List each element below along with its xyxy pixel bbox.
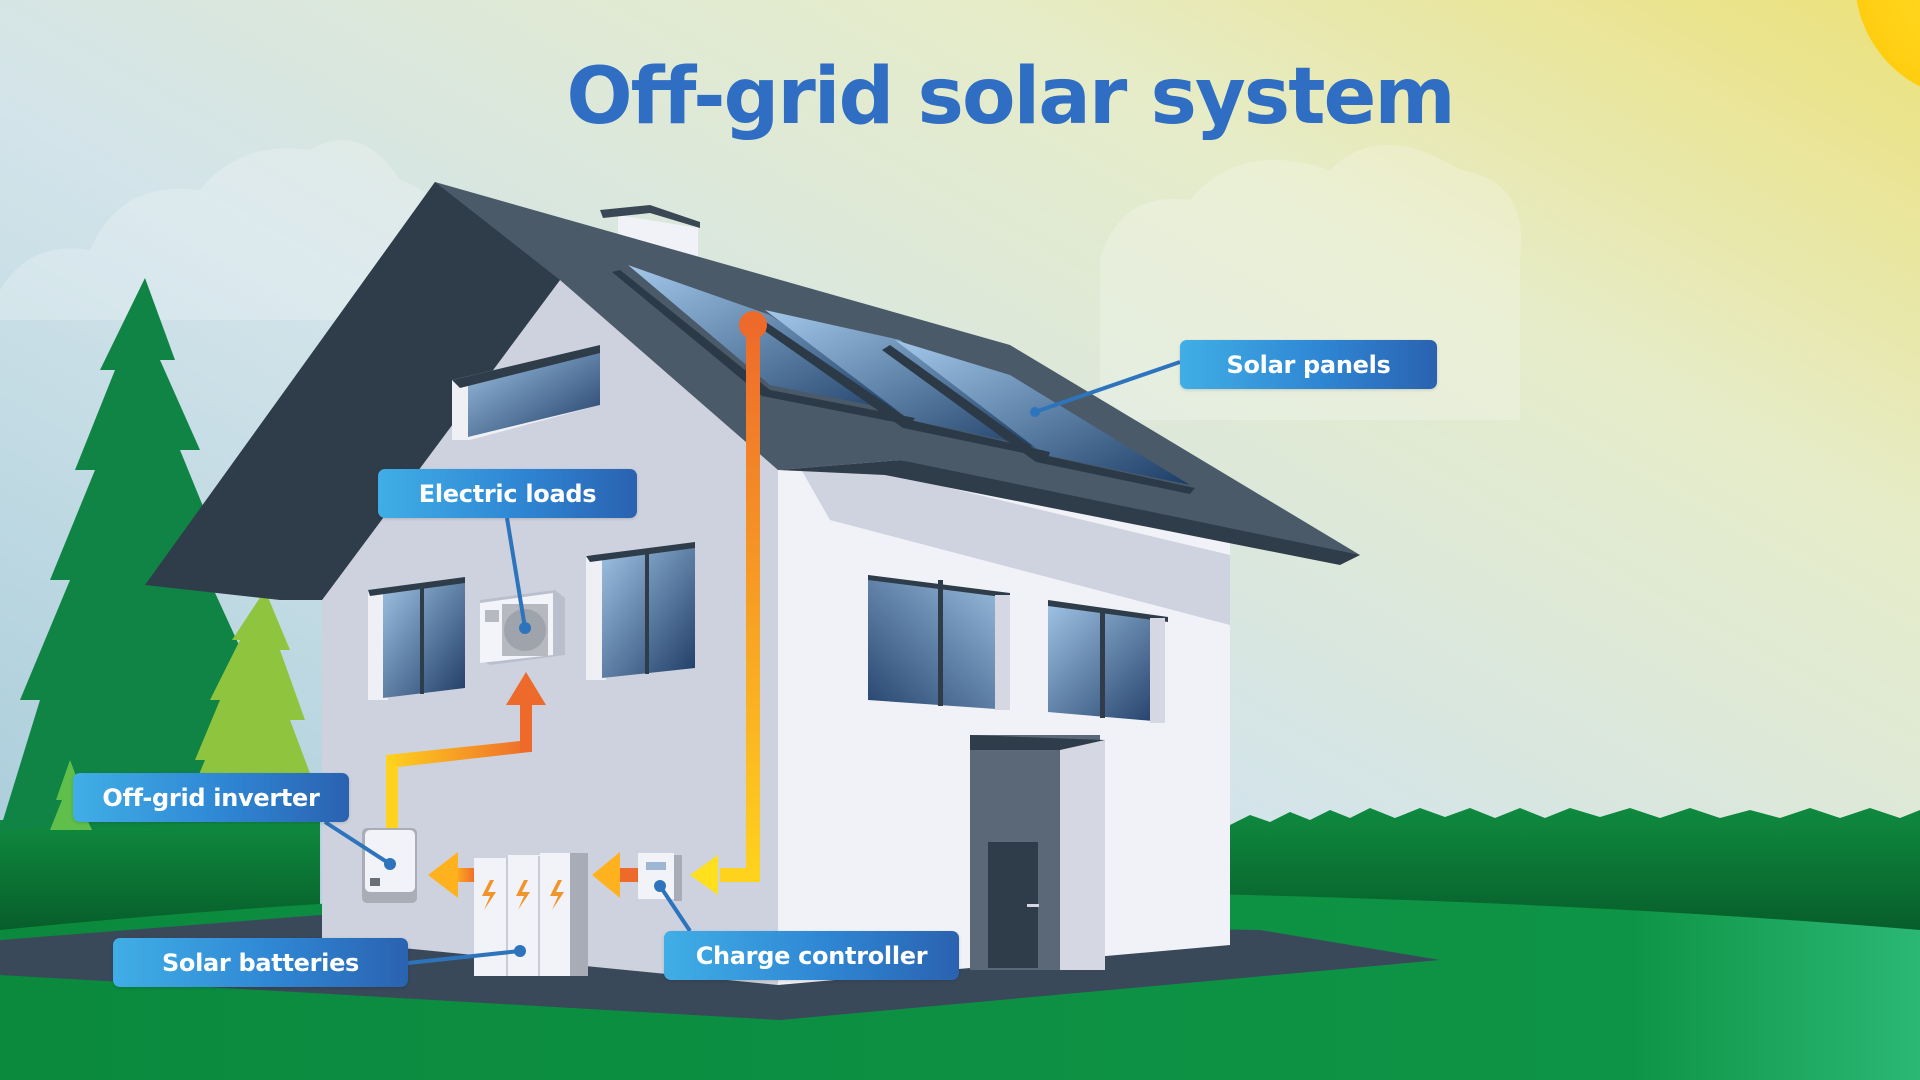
charge-controller-icon [638,853,682,901]
gable-window-right [586,542,695,680]
gable-window-left [368,577,465,700]
callout-solar-panels: Solar panels [1180,340,1437,389]
tree-light [180,590,320,820]
callout-offgrid-inverter: Off-grid inverter [73,773,349,822]
entrance [970,735,1105,970]
sun [1856,0,1920,87]
front-window-left [868,575,1010,710]
hedge [1230,808,1920,930]
hedge-left [0,820,320,930]
leader-lines [323,360,1181,965]
callout-electric-loads: Electric loads [378,469,637,518]
callout-solar-batteries: Solar batteries [113,938,408,987]
callout-charge-controller: Charge controller [664,931,959,980]
leader-dots [384,407,1040,957]
attic-window [452,345,600,440]
page-title: Off-grid solar system [566,52,1455,142]
front-wall-shade [790,450,1230,625]
solar-panels [612,265,1195,494]
ac-unit-icon [480,590,565,665]
batteries-icon [474,853,588,976]
front-window-right [1048,600,1168,723]
energy-flow [386,311,767,898]
